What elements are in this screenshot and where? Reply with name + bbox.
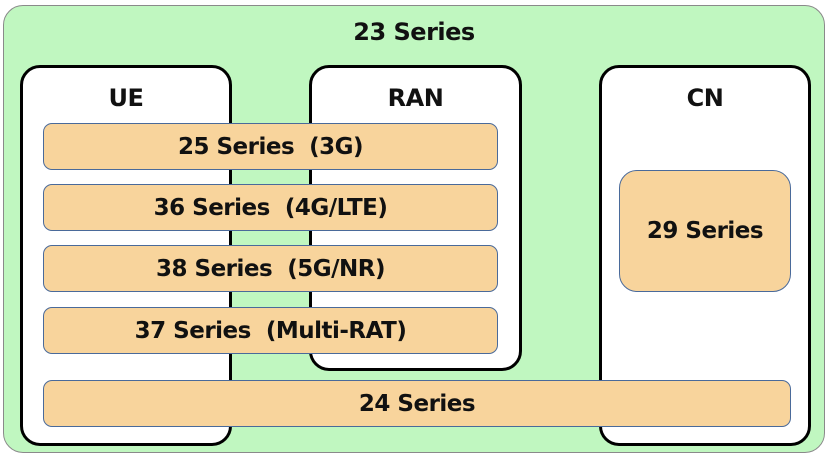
- bar-38-series: 38 Series (5G/NR): [43, 245, 498, 292]
- box-29-series: 29 Series: [619, 170, 791, 292]
- group-label-ue: UE: [108, 84, 144, 112]
- group-label-cn: CN: [686, 84, 724, 112]
- bar-24-series: 24 Series: [43, 380, 791, 427]
- group-label-ran: RAN: [387, 84, 444, 112]
- bar-37-series: 37 Series (Multi-RAT): [43, 307, 498, 354]
- diagram-title: 23 Series: [353, 18, 475, 46]
- bar-25-series: 25 Series (3G): [43, 123, 498, 170]
- bar-36-series: 36 Series (4G/LTE): [43, 184, 498, 231]
